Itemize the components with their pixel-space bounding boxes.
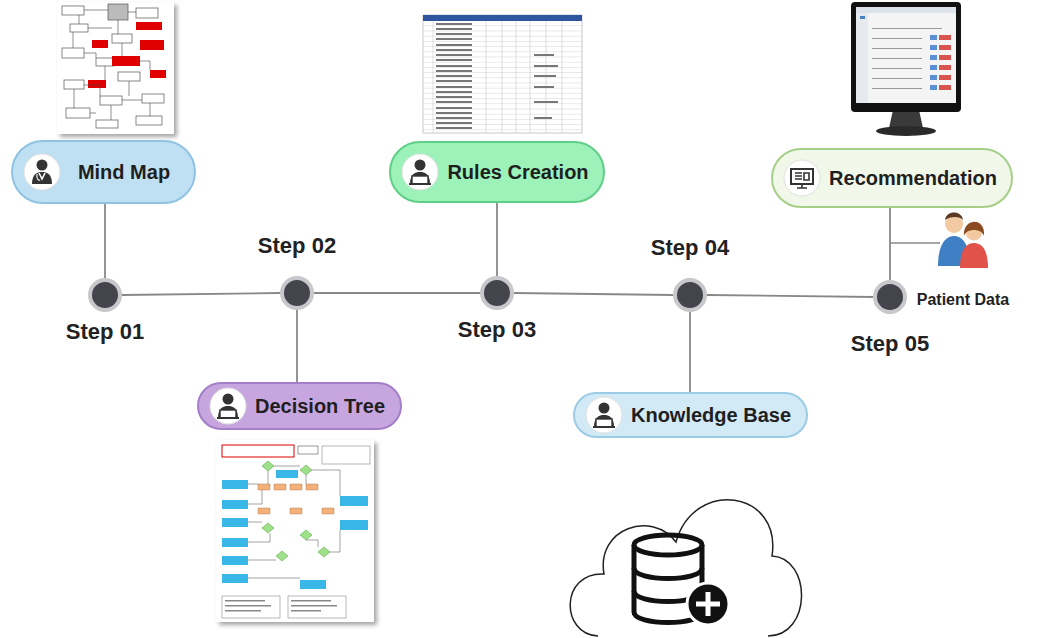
step-icon bbox=[783, 159, 821, 197]
timeline-connector bbox=[889, 208, 891, 280]
step-label: Step 02 bbox=[258, 233, 336, 259]
knowledge-cloud bbox=[570, 500, 801, 636]
timeline-connector bbox=[689, 312, 691, 392]
step-icon bbox=[23, 153, 61, 191]
step-title: Decision Tree bbox=[255, 395, 385, 418]
monitor-thumbnail bbox=[851, 2, 961, 136]
timeline-step: Step 01 bbox=[88, 278, 122, 312]
step-pill: Recommendation bbox=[771, 148, 1013, 208]
decision-tree-thumbnail bbox=[216, 440, 374, 622]
patient-data-link bbox=[890, 243, 940, 244]
step-title: Knowledge Base bbox=[631, 404, 791, 427]
step-icon bbox=[585, 396, 623, 434]
timeline-connector bbox=[514, 293, 673, 295]
caption-label: Patient Data bbox=[917, 291, 1009, 309]
step-icon bbox=[401, 153, 439, 191]
step-title: Rules Creation bbox=[447, 161, 588, 184]
timeline-step: Step 03 bbox=[480, 276, 514, 310]
step-label: Step 03 bbox=[458, 317, 536, 343]
timeline-connector bbox=[122, 293, 280, 295]
timeline-connector bbox=[296, 310, 298, 382]
timeline-connector bbox=[707, 295, 873, 297]
step-pill: Knowledge Base bbox=[573, 392, 808, 438]
timeline-step: Step 05 bbox=[873, 280, 907, 314]
step-icon bbox=[209, 387, 247, 425]
timeline-connector bbox=[314, 292, 480, 294]
timeline-step: Step 04 bbox=[673, 278, 707, 312]
timeline-step: Step 02 bbox=[280, 276, 314, 310]
step-pill: Decision Tree bbox=[197, 382, 402, 430]
timeline-connector bbox=[104, 204, 106, 278]
step-label: Step 01 bbox=[66, 319, 144, 345]
mind-map-thumbnail bbox=[57, 2, 174, 134]
step-title: Recommendation bbox=[829, 167, 997, 190]
step-title: Mind Map bbox=[78, 161, 170, 184]
step-pill: Mind Map bbox=[11, 140, 196, 204]
step-pill: Rules Creation bbox=[389, 141, 605, 203]
rules-spreadsheet-thumbnail bbox=[423, 15, 582, 133]
step-label: Step 05 bbox=[851, 331, 929, 357]
step-label: Step 04 bbox=[651, 235, 729, 261]
timeline-connector bbox=[496, 203, 498, 276]
patient-icon bbox=[938, 213, 988, 269]
